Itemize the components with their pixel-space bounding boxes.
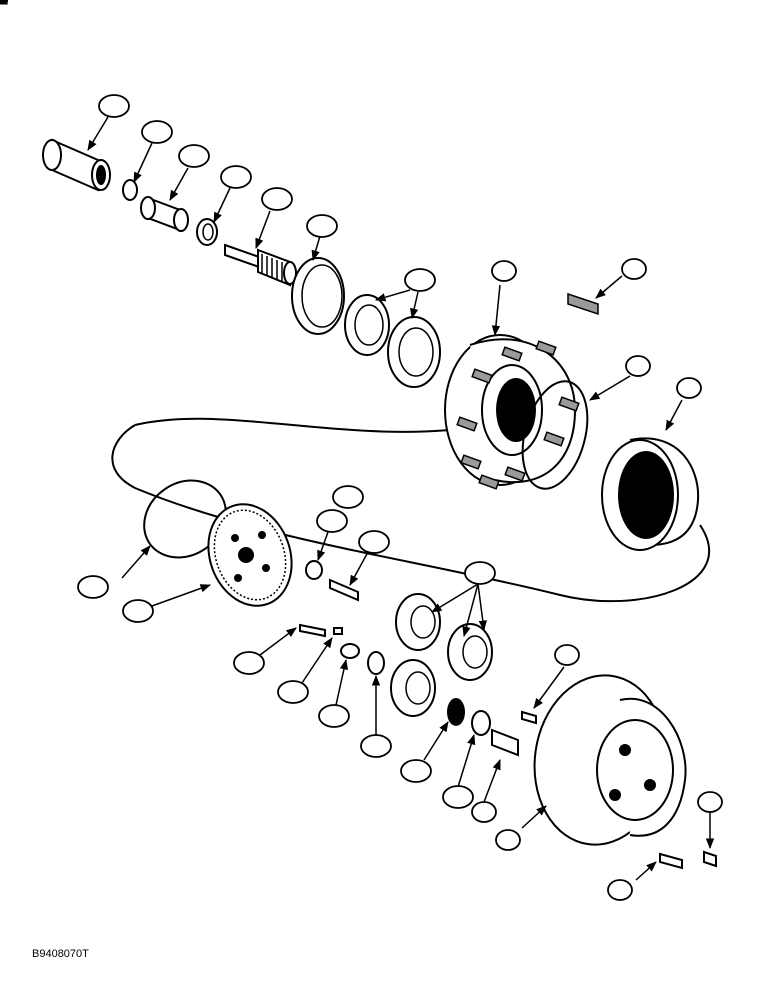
part-19-ring — [143, 479, 227, 559]
callout-13: 13 — [0, 0, 309, 704]
callout-19: 19 — [0, 0, 109, 599]
part-20-sleeve — [42, 138, 111, 192]
leader-lines — [87, 116, 715, 881]
part-4-ring-gear — [601, 437, 700, 551]
part-28-washer — [340, 643, 360, 659]
svg-text:3: 3 — [0, 0, 4, 9]
svg-text:21: 21 — [0, 0, 8, 9]
part-13-key — [333, 627, 343, 635]
svg-text:22: 22 — [0, 0, 8, 9]
callout-25: 25 — [0, 0, 436, 292]
part-8-bolt — [659, 852, 683, 870]
svg-text:15: 15 — [0, 0, 8, 9]
svg-text:10: 10 — [0, 0, 8, 9]
part-12-washer — [367, 651, 385, 675]
svg-text:5: 5 — [0, 0, 4, 9]
part-23-splined-shaft — [224, 243, 297, 287]
svg-text:2: 2 — [0, 0, 4, 9]
svg-text:28: 28 — [0, 0, 8, 9]
svg-text:12: 12 — [0, 0, 8, 9]
svg-text:9: 9 — [0, 0, 4, 9]
callout-15: 15 — [0, 0, 390, 554]
part-7-bolt — [703, 850, 717, 868]
callout-14: 14 — [0, 0, 265, 675]
svg-text:19: 19 — [0, 0, 8, 9]
svg-text:6: 6 — [0, 0, 4, 9]
svg-text:27: 27 — [0, 0, 8, 9]
part-14-pin — [299, 623, 326, 638]
callout-27: 27 — [0, 0, 474, 809]
callout-12: 12 — [0, 0, 392, 758]
svg-text:14: 14 — [0, 0, 8, 9]
part-27-thrust-washer — [471, 710, 491, 736]
callout-18: 18 — [0, 0, 154, 623]
part-5-cover — [533, 674, 687, 846]
part-18-planet-carrier-gear — [207, 503, 293, 607]
callout-1: 1 — [0, 0, 517, 282]
part-10-needle-bearing — [447, 698, 465, 726]
svg-text:17: 17 — [0, 0, 8, 9]
svg-text:24: 24 — [0, 0, 8, 9]
assembly-path-line — [111, 424, 710, 603]
callout-8: 8 — [0, 0, 633, 901]
part-15-bolt — [329, 578, 359, 602]
part-25-bearings — [344, 294, 441, 388]
callout-23: 23 — [0, 0, 293, 211]
part-22-seal — [196, 218, 218, 246]
callout-17: 17 — [0, 0, 364, 509]
part-26-snap-ring — [122, 179, 138, 201]
callout-6: 6 — [0, 0, 497, 823]
part-16-17-bolt-head — [305, 560, 323, 580]
callout-28: 28 — [0, 0, 350, 728]
part-2-stud — [567, 292, 599, 316]
callout-5: 5 — [0, 0, 521, 851]
callout-3: 3 — [0, 0, 651, 377]
svg-text:8: 8 — [0, 0, 4, 9]
callout-7: 7 — [0, 0, 723, 813]
callout-4: 4 — [0, 0, 702, 399]
callout-24: 24 — [0, 0, 338, 238]
callout-9: 9 — [0, 0, 580, 666]
svg-text:20: 20 — [0, 0, 8, 9]
svg-text:13: 13 — [0, 0, 8, 9]
part-24-ring — [291, 257, 345, 335]
part-3-o-ring — [521, 380, 589, 490]
part-9-plug — [521, 710, 537, 725]
callout-11: 11 — [0, 0, 496, 585]
svg-text:25: 25 — [0, 0, 8, 9]
assembly-path-line-top — [134, 417, 451, 433]
svg-text:18: 18 — [0, 0, 8, 9]
callout-22: 22 — [0, 0, 252, 189]
callout-21: 21 — [0, 0, 210, 168]
svg-text:16: 16 — [0, 0, 8, 9]
callout-2: 2 — [0, 0, 647, 280]
callout-10: 10 — [0, 0, 432, 783]
callout-20: 20 — [0, 0, 130, 118]
svg-text:4: 4 — [0, 0, 4, 9]
part-6-pin — [491, 728, 519, 757]
svg-text:7: 7 — [0, 0, 4, 9]
part-11-planet-gears — [390, 593, 493, 717]
svg-text:11: 11 — [0, 0, 8, 9]
document-id: B9408070T — [32, 948, 89, 960]
svg-text:23: 23 — [0, 0, 8, 9]
svg-text:26: 26 — [0, 0, 8, 9]
callout-26: 26 — [0, 0, 173, 144]
part-21-bushing — [140, 196, 189, 232]
callout-16: 16 — [0, 0, 348, 533]
svg-text:1: 1 — [0, 0, 4, 9]
part-1-hub — [444, 334, 580, 490]
